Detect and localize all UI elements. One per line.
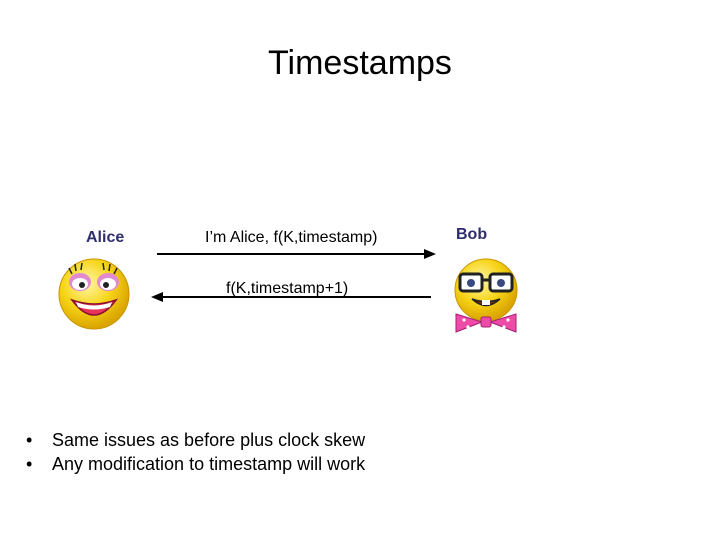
- arrow-alice-to-bob: [157, 249, 436, 259]
- female-smiley-icon: [58, 258, 130, 330]
- arrow-bob-to-alice: [151, 292, 431, 302]
- bullet-text: Any modification to timestamp will work: [52, 454, 366, 474]
- message-2-label: f(K,timestamp+1): [226, 280, 349, 297]
- alice-label: Alice: [86, 229, 125, 246]
- bullet-text: Same issues as before plus clock skew: [52, 430, 366, 450]
- message-1-label: I’m Alice, f(K,timestamp): [205, 229, 378, 246]
- nerd-smiley-icon: [454, 258, 518, 333]
- slide-title: Timestamps: [268, 44, 452, 82]
- bob-label: Bob: [456, 226, 488, 243]
- bullet-item: • Any modification to timestamp will work: [26, 452, 365, 476]
- bullet-item: • Same issues as before plus clock skew: [26, 428, 365, 452]
- bowtie-icon: [455, 313, 517, 333]
- bullet-list: • Same issues as before plus clock skew •…: [26, 428, 365, 476]
- bullet-marker: •: [26, 430, 33, 450]
- bullet-marker: •: [26, 454, 33, 474]
